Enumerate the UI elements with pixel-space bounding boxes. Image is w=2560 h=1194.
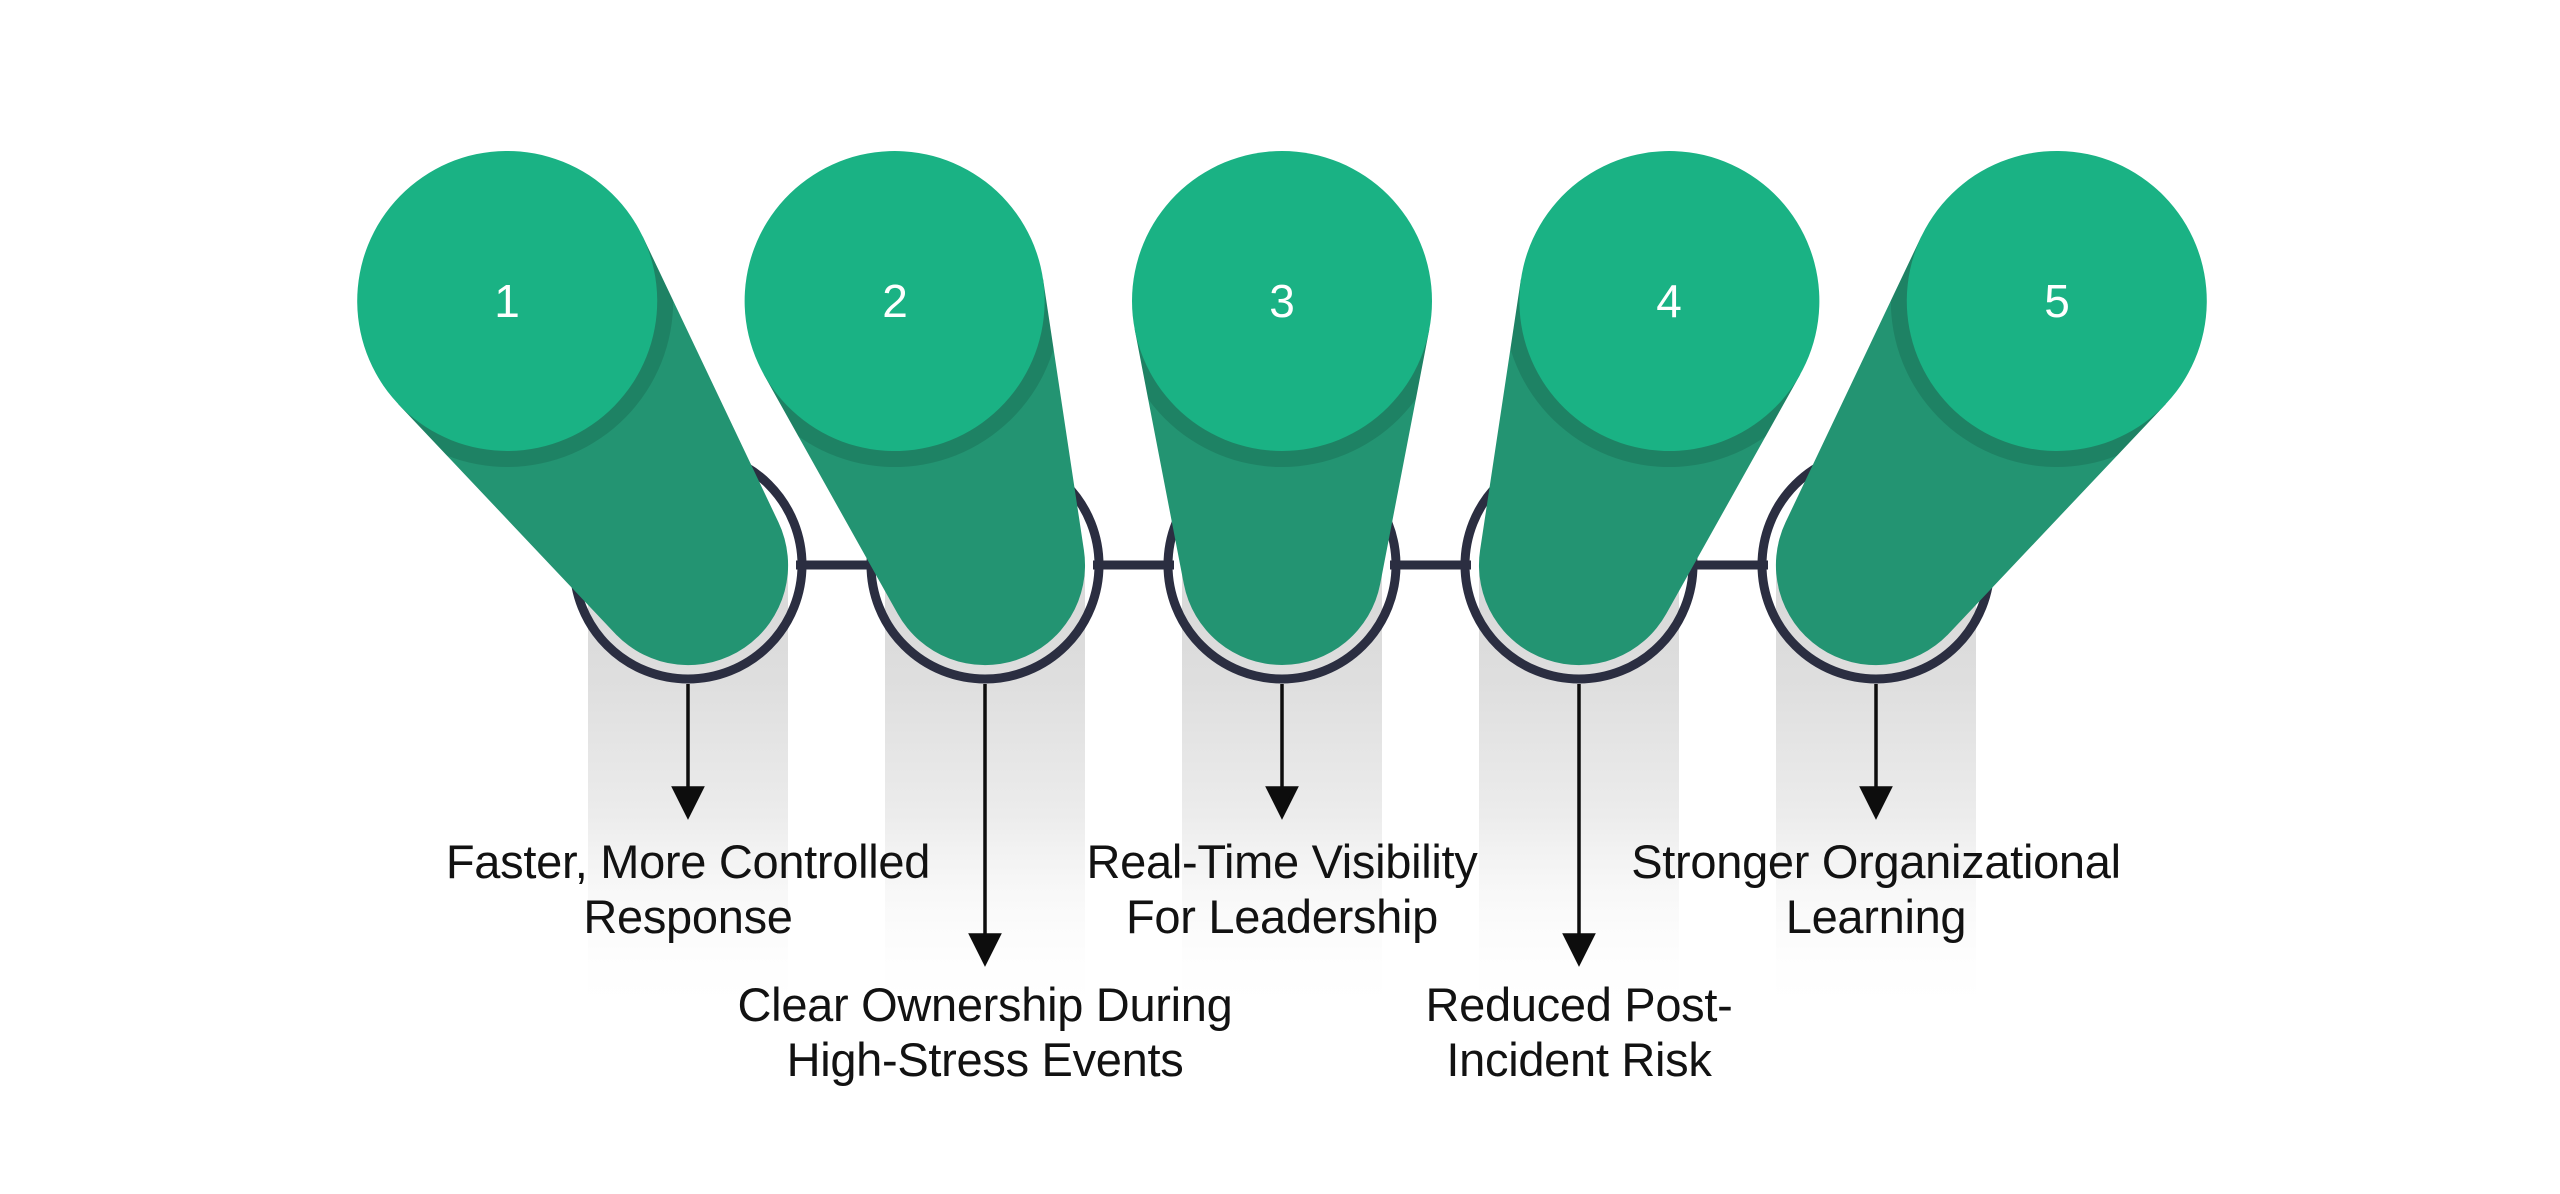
- arrow-head-icon: [1562, 933, 1596, 967]
- step-label-5: Stronger Organizational Learning: [1631, 834, 2121, 944]
- label-line: Response: [583, 890, 793, 943]
- arrows: [671, 684, 1893, 967]
- step-number: 5: [2044, 275, 2070, 327]
- step-number: 1: [494, 275, 520, 327]
- label-line: Reduced Post-: [1425, 978, 1733, 1031]
- pin-5: [1697, 150, 2207, 732]
- pin-head: [1519, 151, 1820, 452]
- step-number: 3: [1269, 275, 1295, 327]
- pin-head: [1132, 151, 1432, 451]
- arrow-head-icon: [1265, 786, 1299, 820]
- pin-head: [357, 150, 658, 451]
- label-line: High-Stress Events: [786, 1033, 1184, 1086]
- step-number: 4: [1656, 275, 1682, 327]
- pin-4: [1406, 151, 1820, 708]
- step-label-2: Clear Ownership During High-Stress Event…: [738, 977, 1233, 1087]
- pin-head: [1906, 150, 2207, 451]
- pin-3: [1132, 151, 1432, 666]
- label-line: Learning: [1785, 890, 1967, 943]
- step-label-1: Faster, More Controlled Response: [445, 834, 931, 944]
- label-line: For Leadership: [1126, 890, 1438, 943]
- label-line: Faster, More Controlled: [445, 835, 931, 888]
- step-number: 2: [882, 275, 908, 327]
- down-arrow: [1859, 684, 1893, 820]
- down-arrow: [1562, 684, 1596, 967]
- pin-2: [744, 151, 1158, 708]
- pin-1: [357, 150, 867, 732]
- down-arrow: [968, 684, 1002, 967]
- arrow-head-icon: [968, 933, 1002, 967]
- pin-head: [744, 151, 1045, 452]
- down-arrow: [1265, 684, 1299, 820]
- step-label-3: Real-Time Visibility For Leadership: [1087, 834, 1478, 944]
- step-label-4: Reduced Post- Incident Risk: [1426, 977, 1733, 1087]
- arrow-head-icon: [1859, 786, 1893, 820]
- label-line: Incident Risk: [1446, 1033, 1712, 1086]
- arrow-head-icon: [671, 786, 705, 820]
- down-arrow: [671, 684, 705, 820]
- label-line: Clear Ownership During: [737, 978, 1233, 1031]
- label-line: Stronger Organizational: [1631, 835, 2121, 888]
- pins: [357, 150, 2207, 732]
- label-line: Real-Time Visibility: [1086, 835, 1478, 888]
- step-numbers: 1 2 3 4 5: [494, 275, 2070, 327]
